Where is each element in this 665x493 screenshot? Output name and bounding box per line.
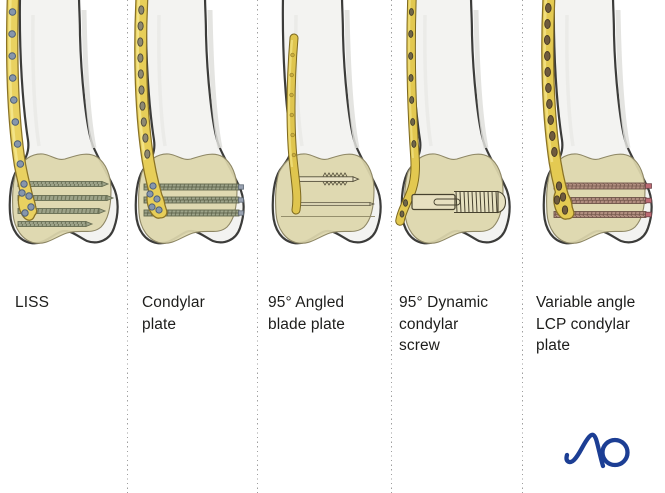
liss-screw-heads [8,8,35,217]
ao-logo-letter-a [564,432,606,469]
illustration-dynamic-condylar-screw [395,0,532,270]
panel-label-condylar-plate: Condylar plate [142,294,205,333]
panel-divider [391,0,392,493]
illustration-angled-blade-plate [263,0,403,270]
illustration-condylar-plate [126,0,266,270]
ao-logo-letter-o [600,437,630,468]
condylar-plate-screw-heads [146,182,163,214]
condylar-screws [143,183,244,217]
ao-logo: AO [564,432,630,469]
shaft-screw [295,202,376,206]
condylar-plate-holes [137,5,151,159]
lag-screw [411,190,507,214]
panel-label-dynamic-condylar-screw: 95° Dynamic condylar screw [399,294,489,354]
angled-blade-plate [286,33,302,215]
panel-divider [257,0,258,493]
va-lcp-plate-holes [543,3,569,215]
va-locking-screws [553,182,652,218]
panel-divider [127,0,128,493]
panel-label-va-lcp-condylar-plate: Variable angle LCP condylar plate [536,294,636,354]
panel-label-angled-blade-plate: 95° Angled blade plate [268,294,345,333]
illustration-liss [6,0,140,270]
illustration-va-lcp-condylar-plate [541,0,665,270]
dcs-plate [395,0,420,226]
panel-divider [522,0,523,493]
panel-label-liss: LISS [15,294,50,311]
